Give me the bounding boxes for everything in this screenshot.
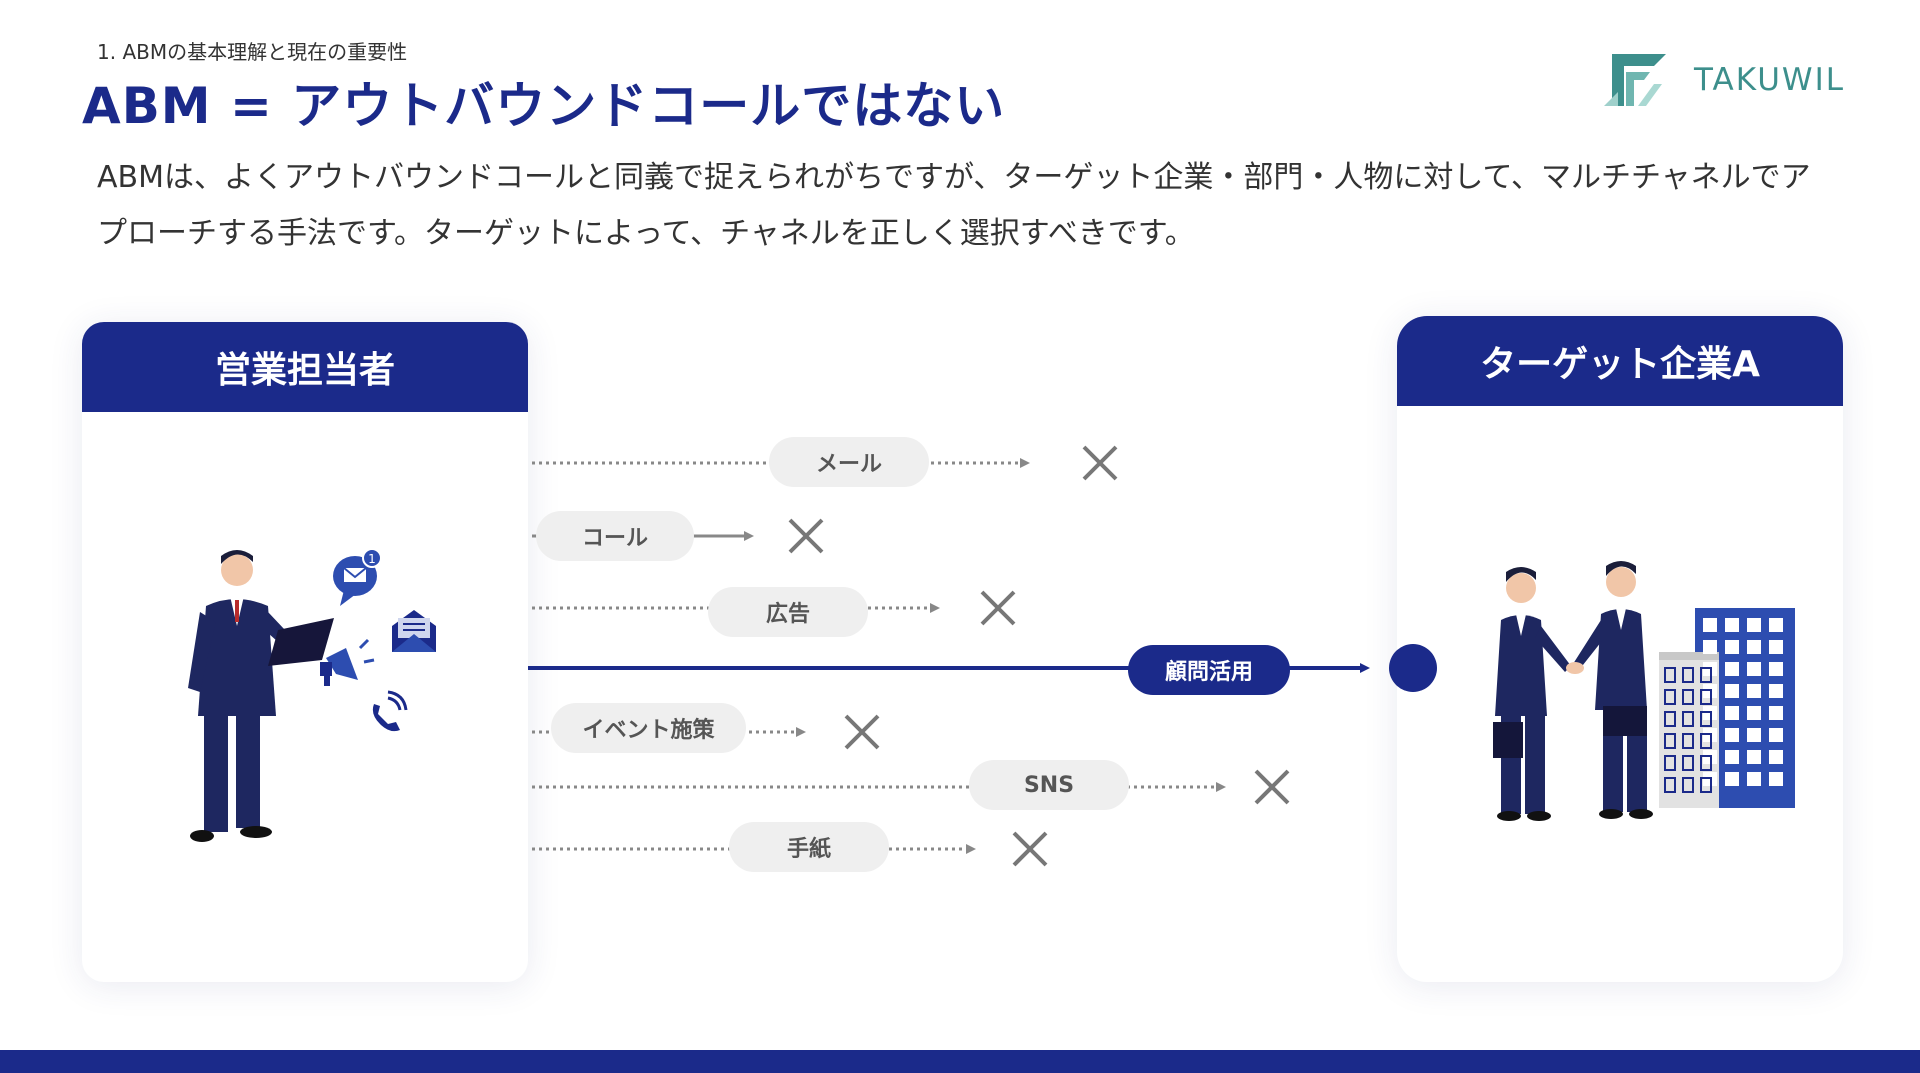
- sales-rep-card: 営業担当者 1: [82, 322, 528, 982]
- businessman-icon: [188, 550, 334, 842]
- channel-pill-ad: 広告: [708, 587, 868, 637]
- description-text: ABMは、よくアウトバウンドコールと同義で捉えられがちですが、ターゲット企業・部…: [97, 160, 1811, 251]
- logo-mark-icon: [1604, 54, 1666, 106]
- x-mark-icon: [1254, 769, 1290, 805]
- businessman-right-icon: [1566, 561, 1653, 819]
- x-mark-icon: [980, 590, 1016, 626]
- channel-pill-event: イベント施策: [551, 703, 746, 753]
- arrowhead: [966, 844, 976, 854]
- handshake-illustration: [1493, 561, 1795, 821]
- arrowhead: [930, 603, 940, 613]
- channel-pill-letter: 手紙: [729, 822, 889, 872]
- page-title: ABM = アウトバウンドコールではない: [82, 77, 1006, 135]
- section-label: 1. ABMの基本理解と現在の重要性: [97, 40, 408, 64]
- channel-pill-advisor: 顧問活用: [1128, 645, 1290, 695]
- arrowhead: [1216, 782, 1226, 792]
- arrowhead: [744, 531, 754, 541]
- target-company-card: ターゲット企業A: [1397, 316, 1843, 982]
- notification-badge: 1: [368, 552, 376, 566]
- chat-message-icon: 1: [333, 548, 382, 606]
- arrowhead: [1360, 663, 1370, 673]
- office-building-icon: [1659, 608, 1795, 808]
- channel-pill-sns: SNS: [969, 760, 1129, 810]
- target-company-card-title: ターゲット企業A: [1397, 316, 1843, 406]
- company-logo: TAKUWIL: [1604, 52, 1844, 112]
- sales-rep-card-title: 営業担当者: [82, 322, 528, 412]
- businessman-left-icon: [1493, 567, 1571, 821]
- arrowhead: [1020, 458, 1030, 468]
- logo-text: TAKUWIL: [1694, 62, 1845, 98]
- footer-bar: [0, 1050, 1920, 1073]
- megaphone-icon: [320, 638, 375, 686]
- arrowhead: [796, 727, 806, 737]
- x-mark-icon: [788, 518, 824, 554]
- sales-rep-illustration: 1: [188, 548, 436, 842]
- envelope-icon: [392, 610, 436, 652]
- x-mark-icon: [844, 714, 880, 750]
- x-mark-icon: [1082, 445, 1118, 481]
- channel-pill-mail: メール: [769, 437, 929, 487]
- target-dot: [1389, 644, 1437, 692]
- phone-icon: [372, 690, 408, 732]
- channel-pill-call: コール: [536, 511, 694, 561]
- x-mark-icon: [1012, 831, 1048, 867]
